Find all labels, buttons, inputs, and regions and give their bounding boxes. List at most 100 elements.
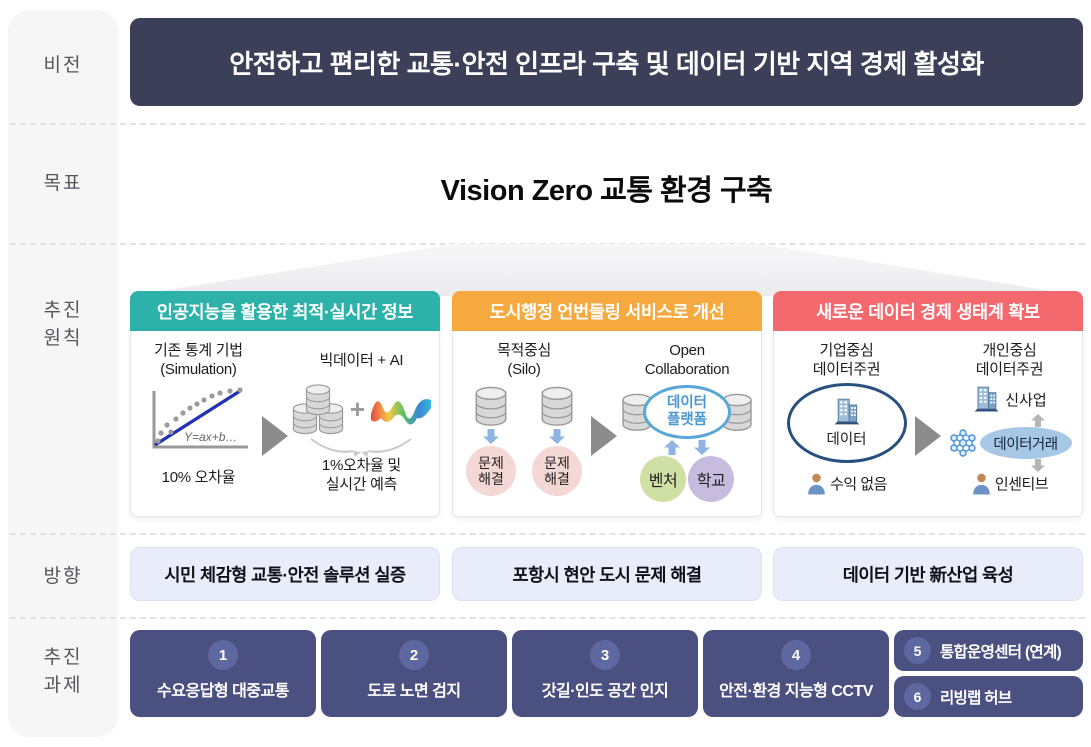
after-title: 빅데이터 + AI (319, 351, 404, 369)
task-number-badge: 1 (208, 640, 238, 670)
new-business-label: 신사업 (1005, 392, 1047, 409)
silo-item: 문제 해결 (466, 385, 516, 496)
task-label: 통합운영센터 (연계) (940, 643, 1062, 661)
funnel-shape (130, 244, 1083, 296)
arrow-up-icon (1030, 414, 1045, 427)
problem-bubble: 문제 해결 (532, 446, 582, 496)
before-panel: 기존 통계 기법 (Simulation) Y=ax+b… (137, 339, 260, 506)
column-body: 기업중심 데이터주권 데이터 수익 없음 개인중심 데이터주권 신사업 (773, 331, 1083, 517)
row-label-tasks: 추진 과제 (43, 647, 83, 696)
vision-banner: 안전하고 편리한 교통·안전 인프라 구축 및 데이터 기반 지역 경제 활성화 (130, 18, 1083, 106)
column-body: 기존 통계 기법 (Simulation) Y=ax+b… (130, 331, 440, 517)
no-profit-label: 수익 없음 (830, 476, 887, 493)
partners-row: 벤처 학교 (640, 456, 734, 502)
task-card-road-surface: 2 도로 노면 검지 (321, 630, 507, 717)
column-body: 목적중심 (Silo) 문제 해결 문제 해결 Open Coll (452, 331, 762, 517)
principle-column-unbundling: 도시행정 언번들링 서비스로 개선 목적중심 (Silo) 문제 해결 문제 해… (452, 291, 762, 517)
divider (10, 533, 1085, 535)
principle-column-data-economy: 새로운 데이터 경제 생태계 확보 기업중심 데이터주권 데이터 수익 없음 개… (773, 291, 1083, 517)
no-profit-row: 수익 없음 (806, 472, 887, 495)
network-icon (949, 429, 976, 457)
task-number-badge: 2 (399, 640, 429, 670)
incentive-label: 인센티브 (994, 476, 1049, 493)
task-card-shoulder-sidewalk: 3 갓길·인도 공간 인지 (512, 630, 698, 717)
after-title: 개인중심 데이터주권 (975, 342, 1044, 378)
row-label-principles: 추진 원칙 (43, 300, 83, 349)
exchange-arrows (664, 440, 710, 455)
before-panel: 기업중심 데이터주권 데이터 수익 없음 (780, 339, 913, 506)
corporate-data-ellipse: 데이터 (786, 383, 907, 463)
arrow-right-icon (591, 415, 617, 456)
bigdata-ai-row: + (290, 383, 433, 435)
database-cluster-icon (290, 383, 346, 435)
before-caption: 10% 오차율 (161, 469, 236, 486)
arrow-down-icon (1030, 459, 1045, 472)
task-label: 도로 노면 검지 (367, 683, 461, 700)
before-panel: 목적중심 (Silo) 문제 해결 문제 해결 (459, 339, 589, 506)
converge-arrows-icon (310, 438, 412, 457)
after-title: Open Collaboration (644, 342, 730, 378)
database-icon (475, 386, 507, 426)
building-icon (833, 398, 860, 425)
incentive-row: 인센티브 (971, 472, 1049, 495)
task-card-smart-cctv: 4 안전·환경 지능형 CCTV (703, 630, 889, 717)
data-platform-ellipse: 데이터 플랫폼 (643, 385, 731, 439)
divider (10, 617, 1085, 619)
before-title: 기존 통계 기법 (Simulation) (154, 342, 243, 378)
row-label-vision: 비전 (43, 55, 83, 76)
direction-box-city-issues: 포항시 현안 도시 문제 해결 (452, 547, 762, 601)
column-header: 새로운 데이터 경제 생태계 확보 (773, 291, 1083, 331)
after-panel: Open Collaboration 데이터 플랫폼 벤처 학교 (619, 339, 755, 506)
direction-box-new-industry: 데이터 기반 新산업 육성 (773, 547, 1083, 601)
silo-row: 문제 해결 문제 해결 (466, 385, 582, 496)
task-label: 수요응답형 대중교통 (157, 683, 289, 700)
task-number-badge: 4 (781, 640, 811, 670)
column-header: 인공지능을 활용한 최적·실시간 정보 (130, 291, 440, 331)
before-title: 목적중심 (Silo) (496, 342, 551, 378)
task-label: 안전·환경 지능형 CCTV (719, 683, 873, 700)
school-circle: 학교 (688, 456, 734, 502)
arrow-right-icon (261, 415, 288, 456)
arrow-up-icon (664, 440, 680, 455)
data-trade-row: 데이터거래 (948, 427, 1072, 459)
corporate-data-label: 데이터 (826, 432, 867, 448)
chart-formula-label: Y=ax+b… (184, 430, 237, 444)
arrow-down-icon (549, 429, 565, 444)
task-number-badge: 6 (904, 683, 931, 710)
venture-circle: 벤처 (640, 456, 686, 502)
person-icon (808, 473, 825, 495)
after-panel: 빅데이터 + AI + (290, 339, 433, 506)
task-number-badge: 5 (904, 637, 931, 664)
data-trade-pill: 데이터거래 (979, 427, 1072, 459)
column-header: 도시행정 언번들링 서비스로 개선 (452, 291, 762, 331)
after-caption: 1%오차율 및 실시간 예측 (321, 457, 401, 493)
arrow-down-icon (694, 440, 710, 455)
platform-row: 데이터 플랫폼 (619, 385, 755, 439)
problem-bubble: 문제 해결 (466, 446, 516, 496)
plus-sign: + (349, 393, 365, 424)
row-label-direction: 방향 (43, 566, 83, 587)
task-card-operations-center: 5 통합운영센터 (연계) (894, 630, 1083, 671)
arrow-down-icon (483, 429, 499, 444)
arrow-right-icon (915, 415, 941, 456)
divider (10, 123, 1085, 125)
ai-wave-icon (371, 399, 431, 425)
row-label-rail (8, 10, 118, 737)
silo-item: 문제 해결 (532, 385, 582, 496)
row-label-goal: 목표 (43, 173, 83, 194)
vision-banner-text: 안전하고 편리한 교통·안전 인프라 구축 및 데이터 기반 지역 경제 활성화 (229, 48, 984, 79)
new-business-row: 신사업 (972, 385, 1047, 414)
task-label: 리빙랩 허브 (940, 689, 1012, 707)
after-panel: 개인중심 데이터주권 신사업 데이터거래 인센티브 (943, 339, 1076, 506)
before-title: 기업중심 데이터주권 (812, 342, 881, 378)
personal-data-stack: 신사업 데이터거래 인센티브 (948, 385, 1072, 495)
building-icon (974, 386, 1000, 412)
task-card-demand-transit: 1 수요응답형 대중교통 (130, 630, 316, 717)
direction-box-solutions: 시민 체감형 교통·안전 솔루션 실증 (130, 547, 440, 601)
task-number-badge: 3 (590, 640, 620, 670)
simulation-chart-icon: Y=ax+b… (152, 387, 249, 449)
goal-title: Vision Zero 교통 환경 구축 (440, 175, 773, 207)
person-icon (973, 473, 990, 495)
task-label: 갓길·인도 공간 인지 (541, 683, 669, 700)
